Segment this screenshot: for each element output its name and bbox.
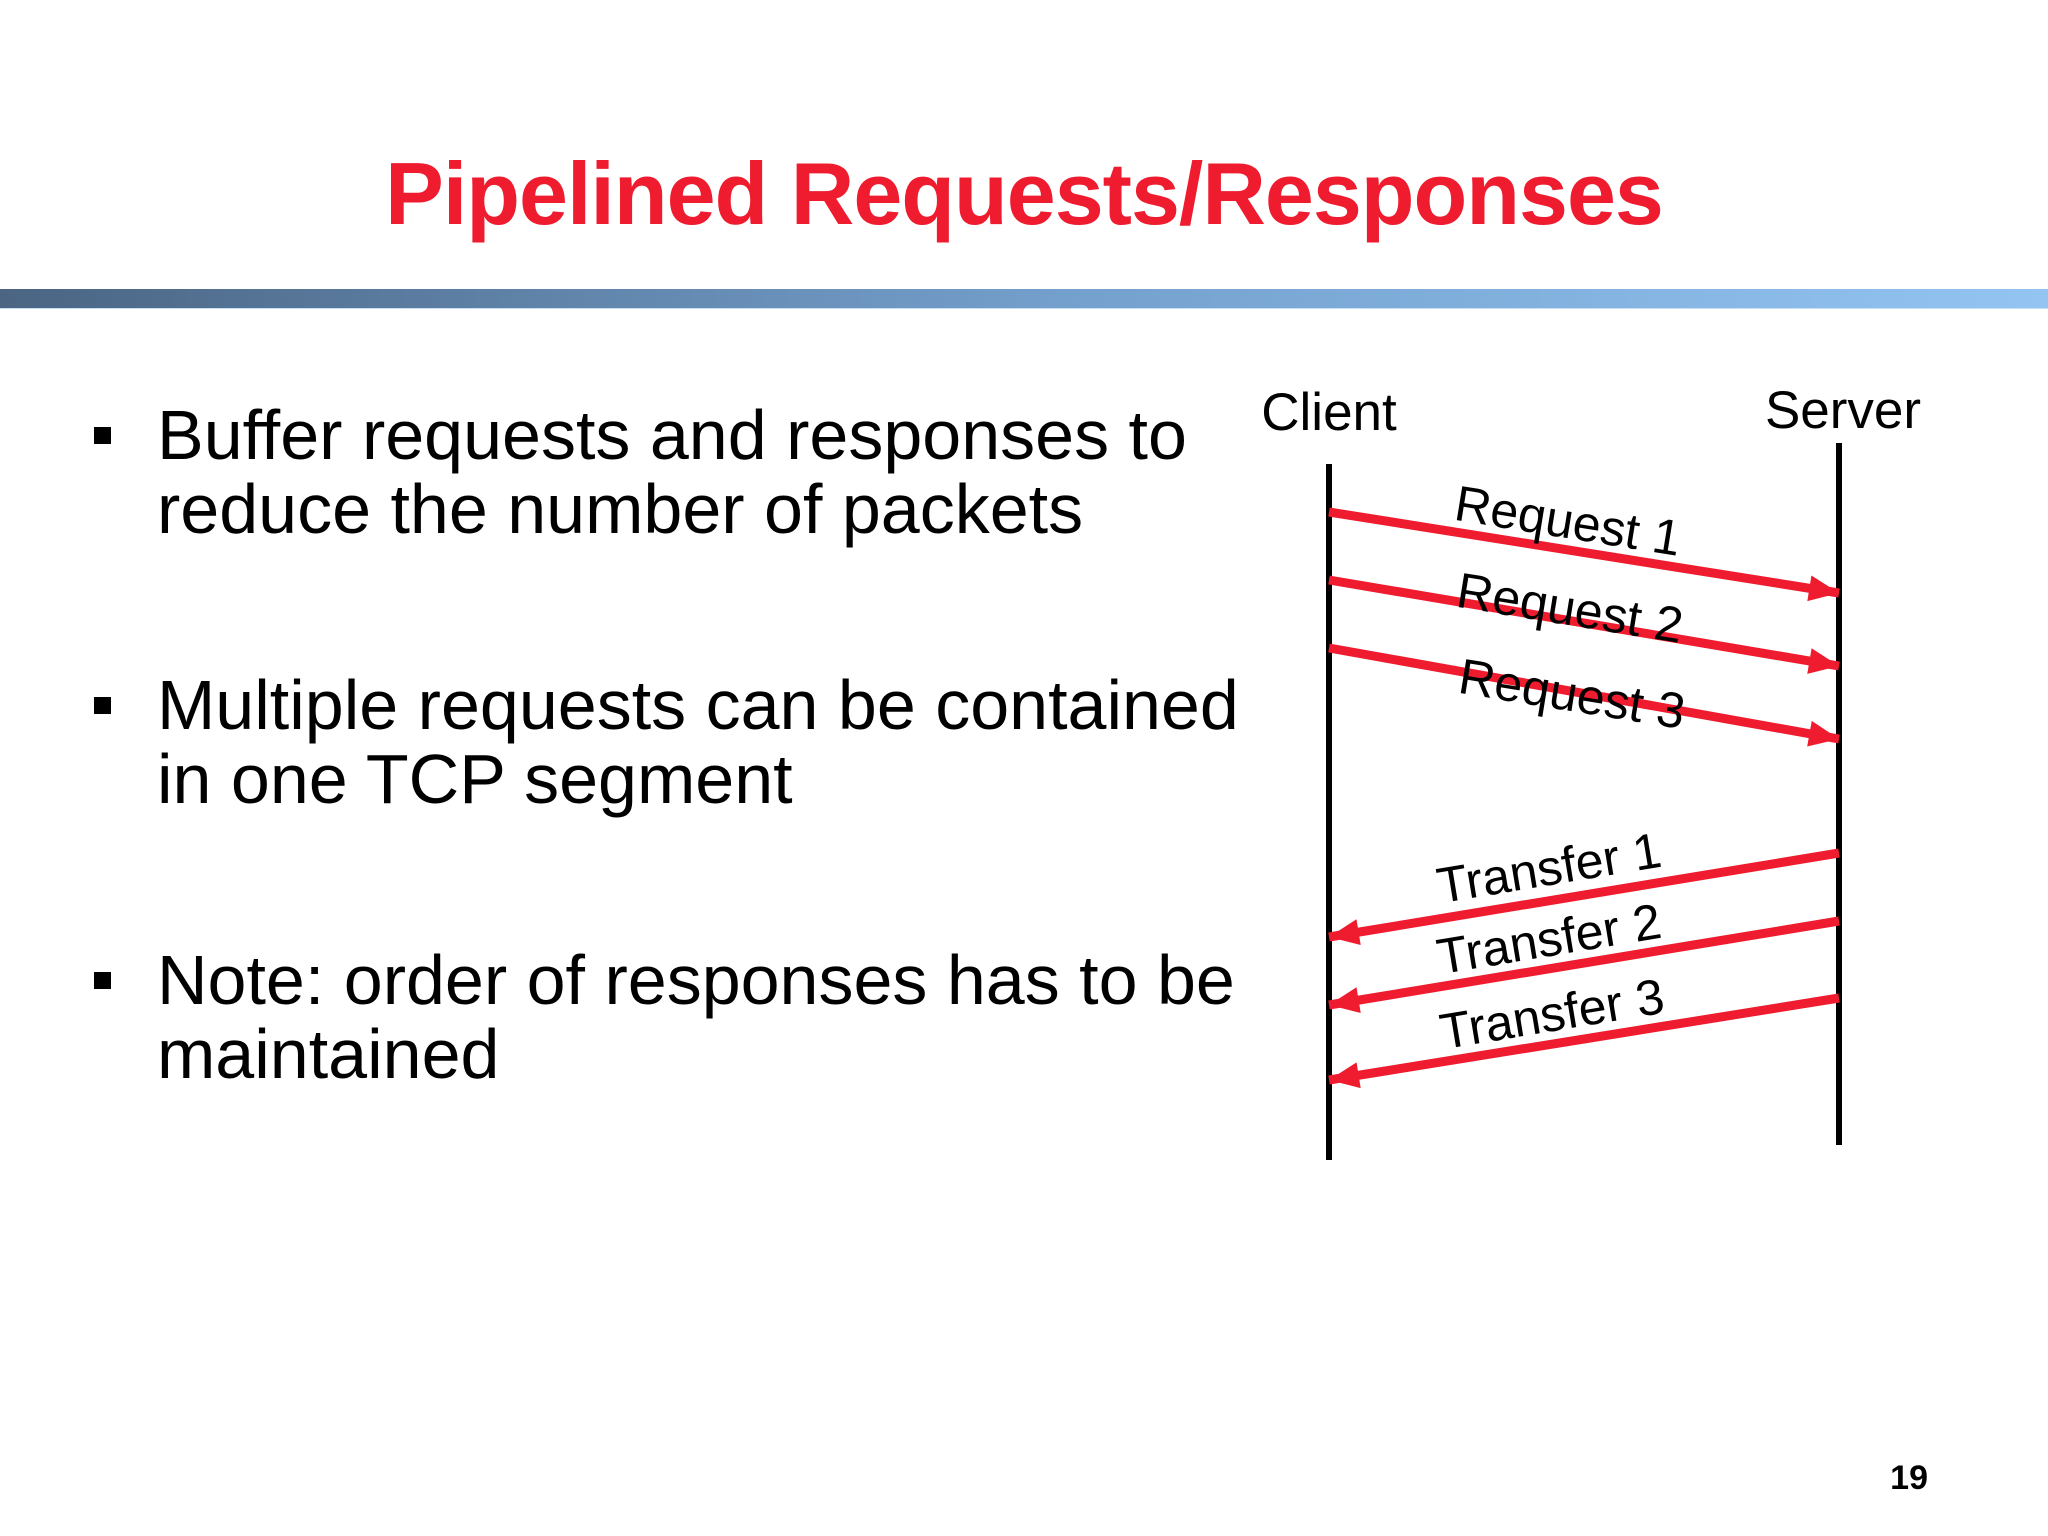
bullet-line: reduce the number of packets: [157, 470, 1084, 548]
bullet-line: Note: order of responses has to be: [157, 941, 1235, 1019]
client-label: Client: [1261, 383, 1397, 442]
bullet-item: Note: order of responses has to be maint…: [94, 943, 1254, 1091]
transfer-1-label: Transfer 1: [1432, 821, 1666, 915]
bullet-line: maintained: [157, 1015, 500, 1093]
bullet-square-icon: [94, 427, 111, 444]
transfer-3-arrow: [1328, 993, 1840, 1089]
transfer-2-arrow: [1328, 916, 1840, 1013]
transfer-3-label: Transfer 3: [1435, 967, 1669, 1061]
page-number: 19: [1890, 1459, 1928, 1497]
request-2-label: Request 2: [1453, 562, 1687, 654]
bullet-line: Multiple requests can be contained: [157, 666, 1239, 744]
request-3-label: Request 3: [1455, 648, 1689, 740]
request-1-arrow: [1328, 507, 1840, 602]
bullet-square-icon: [94, 697, 111, 714]
bullet-line: Buffer requests and responses to: [157, 396, 1187, 474]
bullet-item: Multiple requests can be contained in on…: [94, 668, 1254, 816]
request-3-arrow: [1328, 643, 1840, 747]
transfer-1-arrow: [1328, 848, 1840, 945]
transfer-2-label: Transfer 2: [1432, 892, 1666, 986]
request-2-arrow: [1328, 575, 1840, 674]
server-label: Server: [1764, 381, 1922, 440]
bullet-item: Buffer requests and responses to reduce …: [94, 398, 1254, 546]
bullet-square-icon: [94, 972, 111, 989]
request-1-label: Request 1: [1451, 475, 1685, 567]
bullet-line: in one TCP segment: [157, 740, 793, 818]
title-underline-bar: [0, 289, 2048, 309]
page-title: Pipelined Requests/Responses: [385, 144, 1664, 243]
